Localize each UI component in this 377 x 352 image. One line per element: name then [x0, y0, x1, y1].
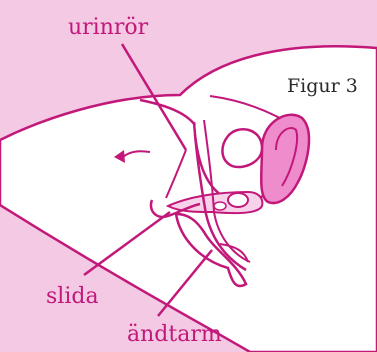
bladder [222, 129, 262, 167]
figure-label: Figur 3 [287, 75, 358, 97]
cervix [228, 193, 248, 207]
vagina-label: slida [46, 284, 99, 309]
rectum-label: ändtarm [127, 322, 222, 347]
urethra-label: urinrör [68, 15, 149, 40]
cervix-inner [214, 202, 226, 210]
